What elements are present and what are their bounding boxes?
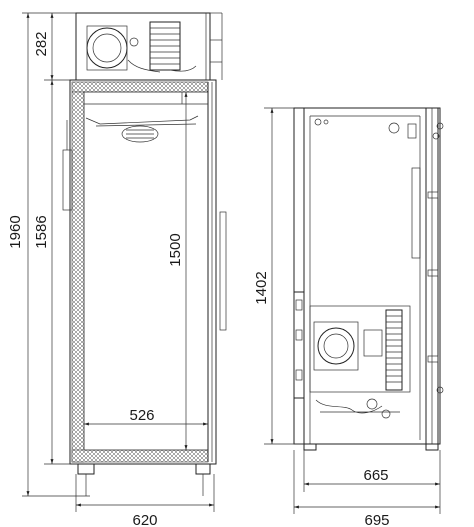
label-total-width: 620 [132,512,157,527]
front-view: 1960 282 1586 1500 526 620 [7,12,227,527]
label-side-depth-total: 695 [364,512,389,527]
cabinet-feet [77,463,211,496]
side-view: 1402 665 695 [253,107,444,527]
label-side-depth-body: 665 [363,467,388,484]
front-extension-lines [22,12,215,512]
side-cabinet-body [293,107,444,451]
side-extension-lines [264,107,441,514]
label-top-unit-height: 282 [33,31,50,56]
cabinet-body [62,79,227,465]
label-inner-height: 1500 [167,233,184,266]
top-compressor-unit [75,12,223,81]
label-body-height: 1586 [33,215,50,248]
label-inner-width: 526 [129,407,154,424]
label-side-inner-height: 1402 [253,271,270,304]
label-total-height: 1960 [7,215,24,248]
